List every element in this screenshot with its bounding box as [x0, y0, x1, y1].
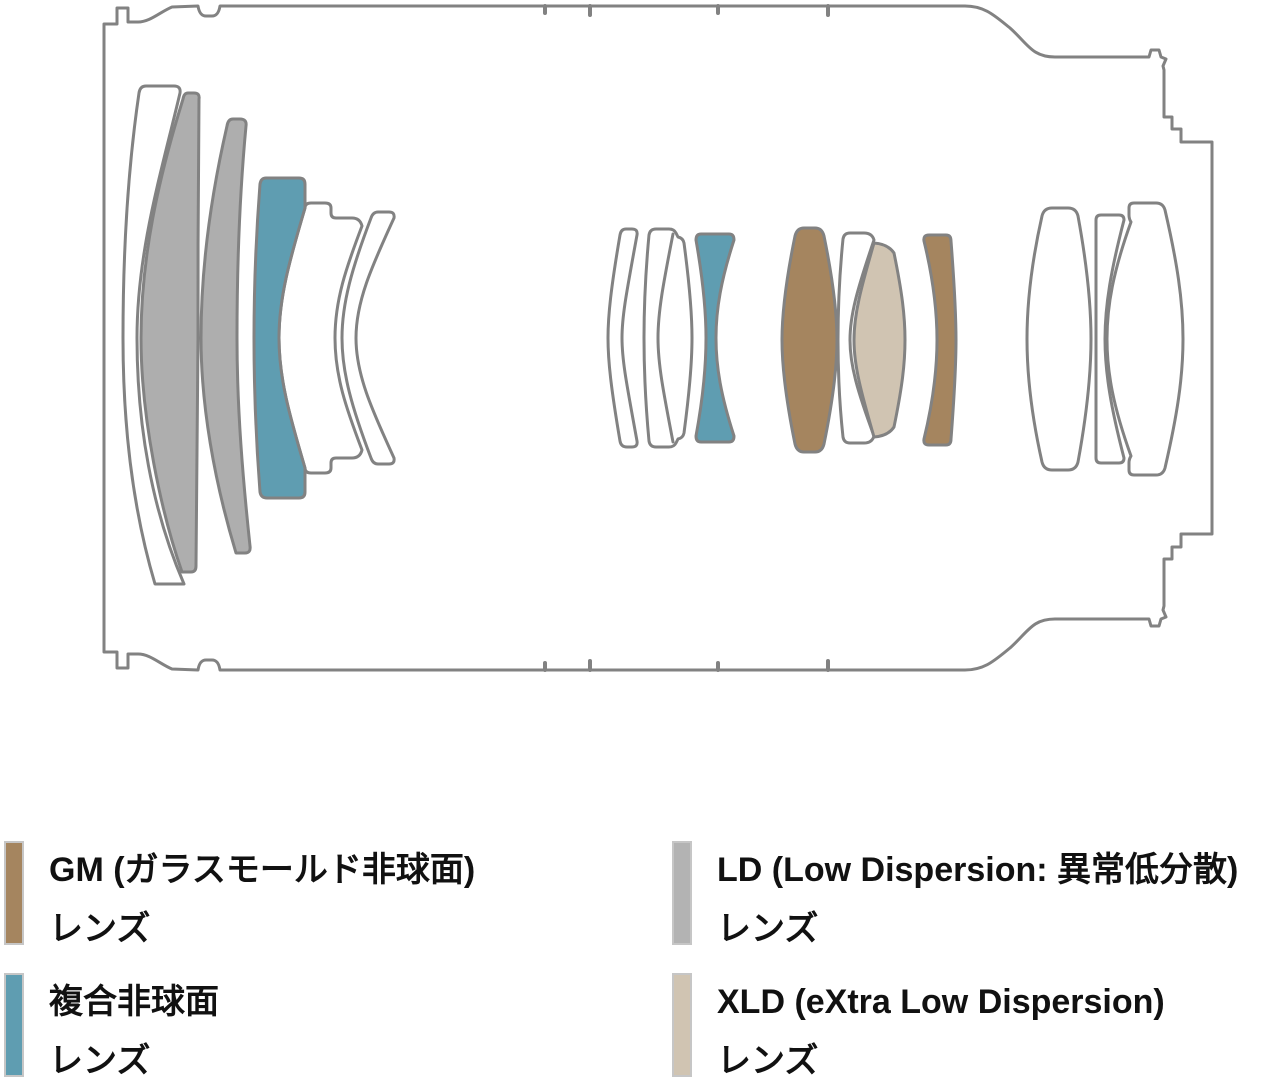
lens-diagram-svg — [102, 4, 1214, 672]
lens-element-1-clear — [121, 84, 186, 586]
legend-label-xld-line2: レンズ — [717, 1042, 819, 1080]
legend-label-gm-line2: レンズ — [49, 910, 151, 948]
legend-label-ld-line1: LD (Low Dispersion: 異常低分散) — [717, 851, 1239, 889]
barrel-tick-marks — [543, 4, 830, 672]
legend-label-ld-line2: レンズ — [717, 910, 819, 948]
legend-swatch-ld — [672, 841, 692, 945]
lens-construction-diagram — [102, 4, 1214, 672]
lens-element-4-hybrid-aspherical — [252, 176, 307, 500]
legend-swatch-gm — [4, 841, 24, 945]
lens-element-15-clear — [1025, 206, 1093, 472]
legend-item-ld: LD (Low Dispersion: 異常低分散) レンズ — [672, 841, 1238, 959]
legend-label-gm-line1: GM (ガラスモールド非球面) — [49, 851, 476, 889]
lens-element-10-hybrid-aspherical — [694, 232, 736, 444]
lens-element-11-gm — [780, 226, 839, 454]
lens-element-7-clear — [606, 227, 639, 449]
legend-swatch-hybrid-aspherical — [4, 973, 24, 1077]
lens-element-6-clear — [340, 210, 396, 466]
lens-element-13-xld — [852, 241, 907, 439]
lens-element-16-clear — [1094, 213, 1126, 465]
legend-label-xld-line1: XLD (eXtra Low Dispersion) — [717, 983, 1165, 1021]
lens-element-3-ld — [199, 117, 252, 555]
lens-element-8-9-clear-pair — [642, 227, 694, 449]
lens-element-14-gm — [922, 233, 958, 447]
legend-item-hybrid-aspherical: 複合非球面 レンズ — [4, 973, 219, 1091]
legend-label-hybrid-line1: 複合非球面 — [49, 983, 219, 1021]
legend-item-xld: XLD (eXtra Low Dispersion) レンズ — [672, 973, 1165, 1091]
lens-element-17-clear — [1105, 201, 1185, 477]
lens-element-2-ld — [139, 91, 201, 574]
lens-element-12-clear — [836, 231, 876, 445]
legend-swatch-xld — [672, 973, 692, 1077]
legend-item-gm: GM (ガラスモールド非球面) レンズ — [4, 841, 475, 959]
lens-element-8-9-cemented-surface — [656, 232, 675, 444]
legend-label-hybrid-line2: レンズ — [49, 1042, 151, 1080]
barrel-outline — [102, 4, 1214, 672]
